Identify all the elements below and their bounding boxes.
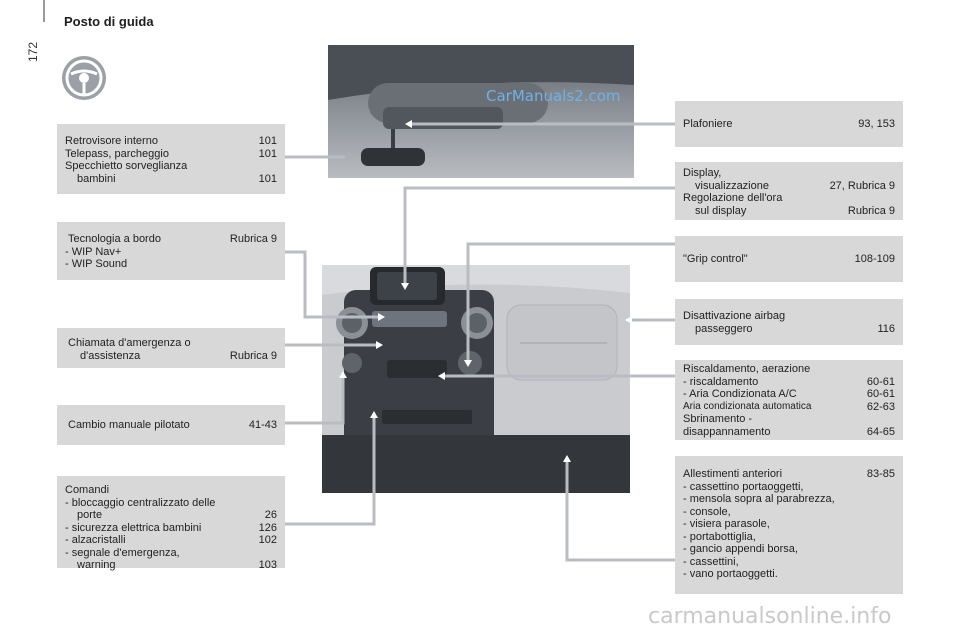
entry-sbrinamento: Sbrinamento -	[683, 413, 753, 425]
entry-portabottiglia: - portabottiglia,	[683, 530, 756, 543]
entry-display: Display,	[683, 167, 722, 179]
box-grip: "Grip control"108-109	[675, 236, 903, 282]
entry-mensola: - mensola sopra al parabrezza,	[683, 493, 835, 505]
entry-gancio: - gancio appendi borsa,	[683, 543, 798, 555]
entry-airbag: Disattivazione airbag	[683, 310, 786, 322]
entry-visiera: - visiera parasole,	[683, 518, 770, 530]
entry-grip: "Grip control"108-109	[683, 253, 895, 265]
footer-watermark: carmanualsonline.info	[648, 604, 892, 629]
entry-segnale: - segnale d'emergenza,	[65, 546, 180, 559]
entry-wip-nav: - WIP Nav+	[65, 245, 122, 258]
margin-bar	[43, 0, 45, 22]
box-riscaldamento: Riscaldamento, aerazione - riscaldamento…	[675, 360, 903, 440]
entry-specchietto: Specchietto sorveglianza	[65, 160, 188, 172]
entry-regolazione: Regolazione dell'ora	[683, 192, 783, 204]
entry-cassettini: - cassettini,	[683, 555, 739, 568]
entry-console: - console,	[683, 505, 731, 518]
entry-riscaldamento-aerazione: Riscaldamento, aerazione	[683, 363, 811, 375]
entry-vano: - vano portaoggetti.	[683, 568, 778, 580]
entry-chiamata: Chiamata d'amergenza o	[68, 337, 191, 349]
entry-cassettino: - cassettino portaoggetti,	[683, 480, 804, 493]
entry-comandi: Comandi	[65, 484, 110, 496]
entry-bloccaggio: - bloccaggio centralizzato delle	[65, 496, 216, 509]
entry-wip-sound: - WIP Sound	[65, 258, 128, 270]
steering-wheel-icon	[62, 56, 106, 100]
page-title: Posto di guida	[64, 14, 154, 29]
box-comandi: Comandi - bloccaggio centralizzato delle…	[57, 476, 285, 571]
photo-watermark: CarManuals2.com	[486, 87, 621, 105]
